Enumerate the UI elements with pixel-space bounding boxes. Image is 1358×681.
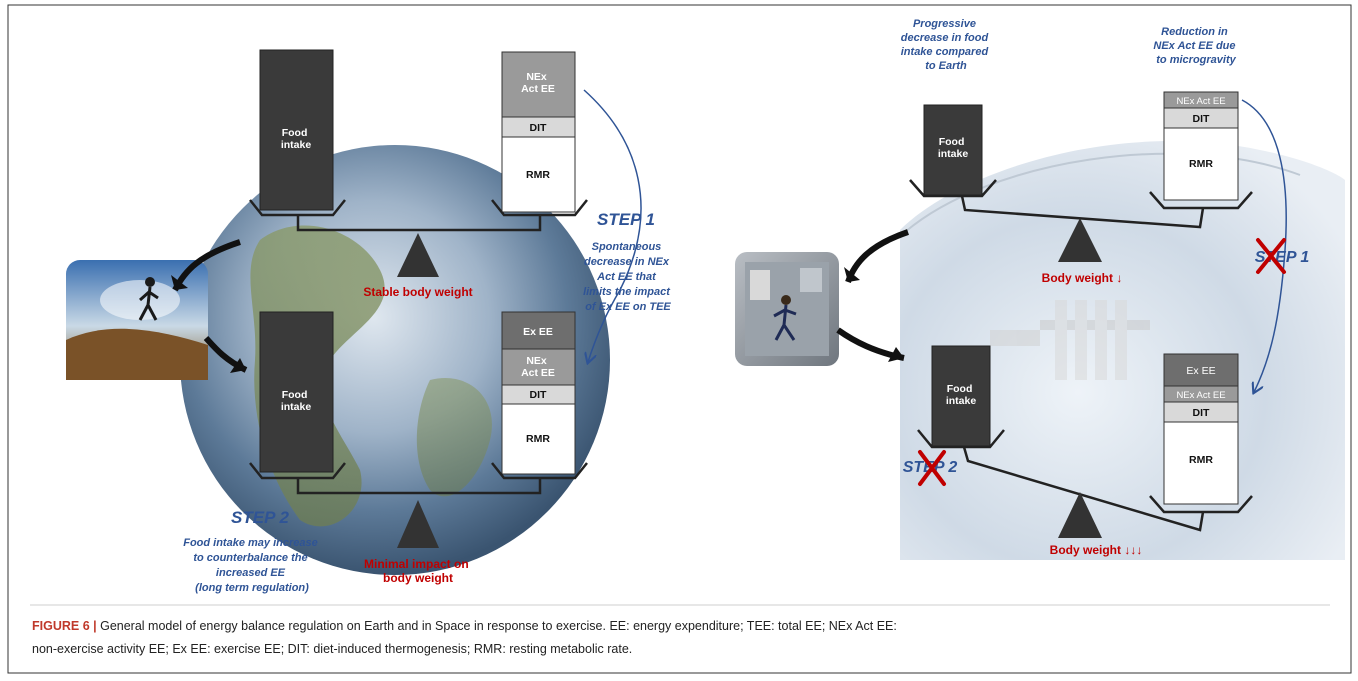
- dit-label: DIT: [530, 389, 548, 401]
- nex-act-ee-box: [501, 51, 576, 118]
- nex-act-ee-label: NEx Act EE: [1176, 390, 1225, 401]
- food-intake-label: Food intake: [281, 127, 312, 151]
- earth-panel: Food intake NEx Act EE DIT RMR Stable bo…: [66, 49, 673, 594]
- step1-arrow: [1241, 99, 1287, 392]
- food-decrease-note: Progressive decrease in food intake comp…: [901, 18, 991, 72]
- dit-label: DIT: [530, 122, 548, 134]
- balance-fulcrum: [397, 233, 439, 277]
- food-intake-label: Food intake: [938, 136, 969, 160]
- step2-title: STEP 2: [231, 508, 289, 527]
- earth-continent: [416, 378, 492, 497]
- ex-ee-label: Ex EE: [523, 326, 553, 338]
- runner-photo: [66, 260, 208, 380]
- nex-reduction-note: Reduction in NEx Act EE due to micrograv…: [1153, 26, 1238, 66]
- figure-caption-line1: FIGURE 6 | General model of energy balan…: [32, 619, 897, 633]
- arrow-head: [230, 358, 246, 373]
- balance-fulcrum: [1058, 492, 1102, 538]
- figure-frame: [7, 4, 1352, 674]
- weight-down-text: Body weight ↓↓↓: [1050, 543, 1143, 557]
- earth-bottom-balance: Food intake Ex EE NEx Act EE DIT RMR Min…: [249, 311, 588, 585]
- balance-beam: [962, 446, 1205, 532]
- dit-label: DIT: [1193, 113, 1211, 125]
- rmr-label: RMR: [526, 433, 550, 445]
- step1-arrow: [583, 89, 642, 362]
- ex-ee-box: [1163, 353, 1239, 387]
- weight-down-text: Body weight ↓: [1042, 271, 1123, 285]
- earth-top-balance: Food intake NEx Act EE DIT RMR Stable bo…: [249, 49, 588, 299]
- food-intake-box: [931, 345, 991, 447]
- rmr-box: [501, 403, 576, 475]
- space-panel: Progressive decrease in food intake comp…: [735, 18, 1345, 560]
- astronaut-photo: [735, 252, 839, 366]
- dit-label: DIT: [1193, 407, 1211, 419]
- balance-pan-left: [917, 429, 1005, 449]
- arrow-head: [171, 275, 188, 290]
- rmr-label: RMR: [1189, 158, 1213, 170]
- stable-weight-text: Stable body weight: [363, 285, 472, 299]
- nex-act-ee-label: NEx Act EE: [521, 71, 555, 95]
- rmr-box: [1163, 421, 1239, 505]
- food-intake-label: Food intake: [946, 383, 977, 407]
- nex-act-ee-label: NEx Act EE: [521, 355, 555, 379]
- balance-fulcrum: [1058, 218, 1102, 262]
- space-bottom-balance: Food intake Ex EE NEx Act EE DIT RMR Bod…: [917, 345, 1253, 557]
- horizon-edge: [904, 152, 1301, 233]
- rmr-label: RMR: [526, 169, 550, 181]
- step2-text: Food intake may increase to counterbalan…: [183, 537, 321, 594]
- rmr-label: RMR: [1189, 454, 1213, 466]
- step1-text: Spontaneous decrease in NEx Act EE that …: [583, 241, 673, 313]
- rmr-box: [501, 136, 576, 213]
- balance-beam: [960, 195, 1205, 229]
- balance-beam: [296, 478, 542, 495]
- balance-pan-left: [909, 179, 997, 198]
- food-intake-box: [923, 104, 983, 196]
- balance-pan-right: [1149, 191, 1253, 210]
- ex-ee-label: Ex EE: [1186, 365, 1215, 377]
- figure-caption-line2: non-exercise activity EE; Ex EE: exercis…: [32, 642, 632, 656]
- cross-icon: [918, 450, 946, 486]
- cycle-arrow-top: [845, 229, 909, 284]
- ex-ee-box: [501, 311, 576, 350]
- food-intake-box: [259, 49, 334, 211]
- arrow-head: [844, 267, 860, 282]
- food-intake-box: [259, 311, 334, 473]
- cross-icon: [1256, 238, 1286, 274]
- nex-act-ee-label: NEx Act EE: [1176, 96, 1225, 107]
- nex-act-ee-box: [501, 348, 576, 386]
- food-intake-label: Food intake: [281, 389, 312, 413]
- figure-label: FIGURE 6 |: [32, 619, 97, 633]
- space-top-balance: Food intake NEx Act EE DIT RMR Body weig…: [909, 91, 1253, 285]
- arrow-head: [888, 347, 904, 362]
- step1-title: STEP 1: [597, 210, 655, 229]
- rmr-box: [1163, 127, 1239, 201]
- balance-fulcrum: [397, 500, 439, 548]
- balance-beam: [296, 215, 542, 232]
- space-station: [990, 300, 1150, 380]
- minimal-impact-text: Minimal impact on body weight: [364, 557, 472, 585]
- balance-pan-right: [1149, 495, 1253, 514]
